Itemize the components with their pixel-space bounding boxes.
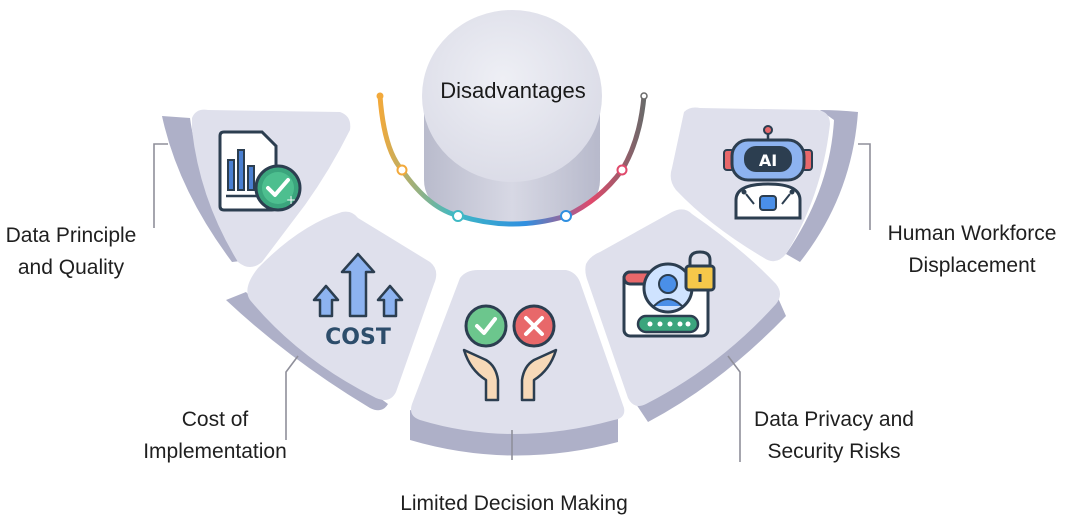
label-line: Limited Decision Making xyxy=(400,492,628,515)
label-line: Displacement xyxy=(908,254,1036,277)
label-workforce: Human Workforce Displacement xyxy=(872,218,1072,282)
report-chart-check-icon: + xyxy=(218,130,302,212)
label-cost: Cost of Implementation xyxy=(128,404,302,468)
center-title: Disadvantages xyxy=(440,78,586,103)
segment-cost xyxy=(226,211,437,411)
ai-robot-label: AI xyxy=(759,151,777,170)
segment-limited-decision xyxy=(410,270,625,456)
label-data-principle: Data Principle and Quality xyxy=(0,220,142,284)
label-line: Cost of xyxy=(181,408,249,431)
cost-arrows-up-icon: COST xyxy=(312,252,404,350)
ai-robot-icon: AI xyxy=(723,125,813,220)
label-line: Human Workforce xyxy=(887,222,1057,245)
label-line: Data Principle xyxy=(5,224,137,247)
label-privacy: Data Privacy and Security Risks xyxy=(738,404,930,468)
center-cylinder xyxy=(422,10,602,222)
cost-icon-text: COST xyxy=(325,325,391,350)
svg-text:+: + xyxy=(286,193,296,207)
label-limited-decision: Limited Decision Making xyxy=(376,488,652,520)
hands-check-cross-icon xyxy=(462,304,558,402)
label-line: Security Risks xyxy=(767,440,901,463)
user-lock-password-icon xyxy=(622,250,716,338)
label-line: Implementation xyxy=(143,440,287,463)
center-arc xyxy=(376,92,648,227)
label-line: Data Privacy and xyxy=(754,408,914,431)
label-line: and Quality xyxy=(17,256,125,279)
connector-lines xyxy=(153,143,871,462)
